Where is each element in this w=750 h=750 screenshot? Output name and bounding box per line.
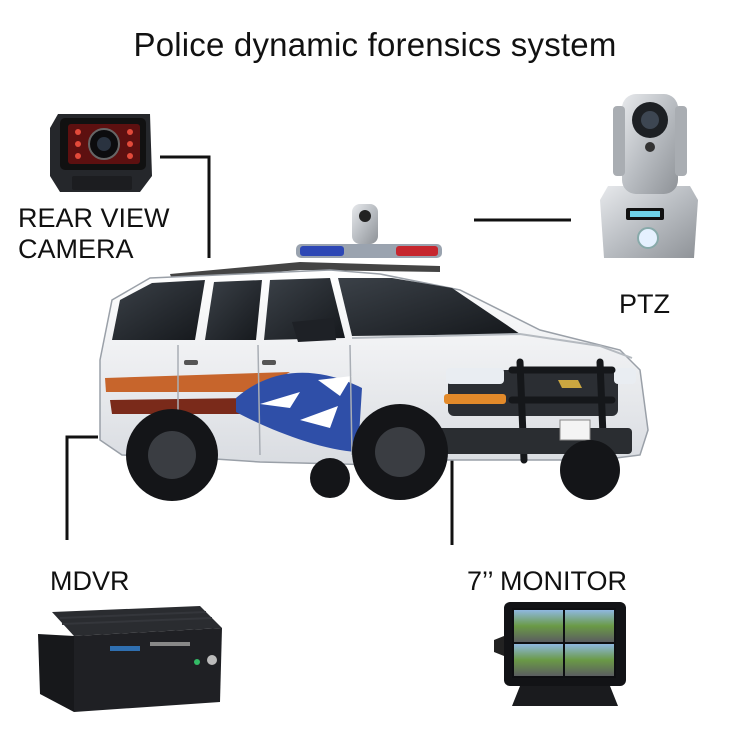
rear-view-camera-label: REAR VIEW CAMERA — [18, 203, 218, 265]
ptz-label: PTZ — [619, 289, 670, 319]
mdvr-label: MDVR — [50, 566, 130, 596]
mdvr-icon — [38, 606, 222, 712]
rear-view-camera-label-line2: CAMERA — [18, 234, 134, 264]
ptz-camera-icon — [600, 94, 698, 258]
rear-view-camera-label-line1: REAR VIEW — [18, 203, 170, 233]
rear-camera-icon — [50, 114, 152, 192]
diagram-title: Police dynamic forensics system — [133, 26, 617, 63]
monitor-label: 7’’ MONITOR — [467, 566, 628, 596]
police-suv-icon — [99, 204, 649, 501]
connector-lines — [65, 155, 571, 545]
monitor-icon — [494, 602, 626, 706]
suv-wheels — [126, 404, 620, 501]
rear-camera-connector — [160, 155, 211, 258]
mdvr-connector — [65, 435, 98, 540]
